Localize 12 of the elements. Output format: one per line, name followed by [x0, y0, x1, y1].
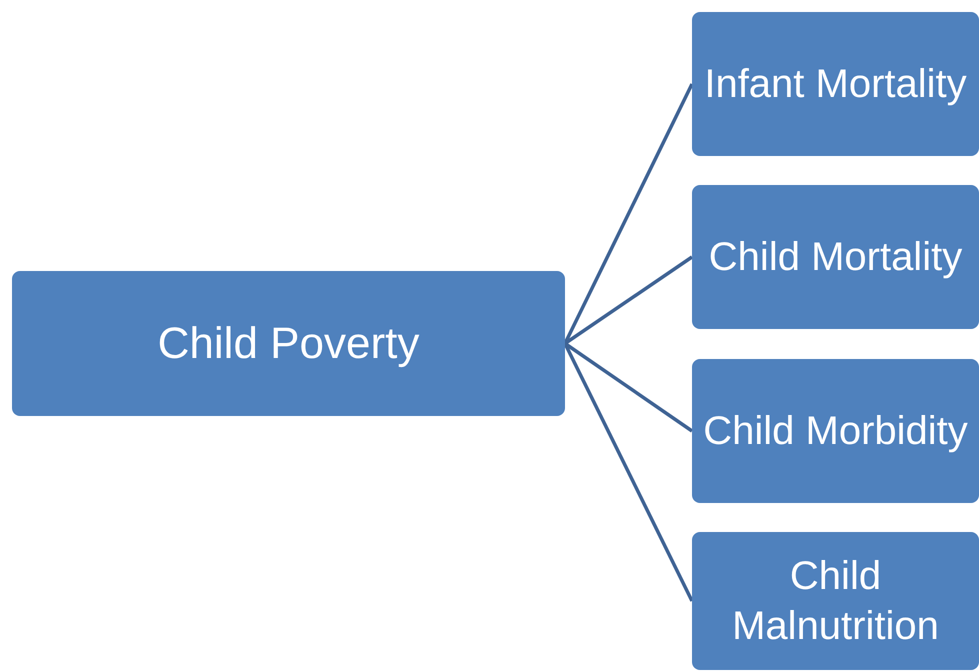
topic-box — [692, 12, 979, 156]
topic-box — [692, 359, 979, 503]
box-label: Infant Mortality — [704, 61, 967, 108]
box-label: Child Mortality — [708, 234, 962, 281]
box-label: Child Morbidity — [703, 408, 968, 455]
topic-box — [692, 185, 979, 329]
topic-box — [12, 271, 565, 416]
topic-box — [692, 532, 979, 670]
connector-line — [564, 256, 693, 345]
box-label: Child Malnutrition — [731, 553, 940, 650]
box-label: Child Poverty — [158, 318, 420, 370]
connector-line — [564, 342, 693, 432]
